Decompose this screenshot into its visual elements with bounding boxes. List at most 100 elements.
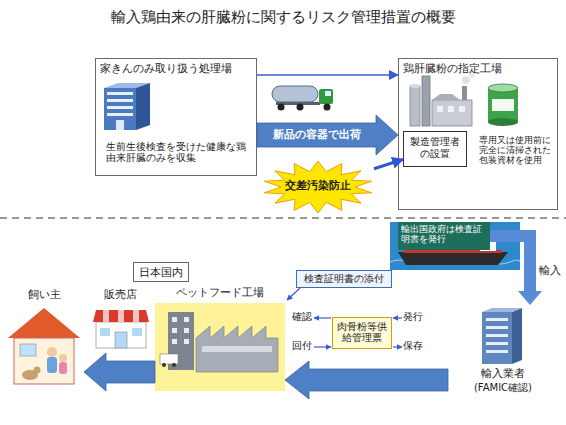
factory-illustration: [462, 76, 470, 84]
house-illustration: [20, 344, 36, 356]
connector: [374, 159, 403, 168]
tank-truck: [324, 104, 331, 111]
house-illustration: [59, 354, 67, 362]
factory-illustration: [432, 94, 460, 100]
slip-arrows: [314, 346, 331, 347]
attach-pointer: [287, 288, 300, 300]
can-illustration: [488, 88, 518, 122]
edge-label: 新品の容器で出荷: [273, 128, 361, 141]
flow-arrow: [257, 74, 398, 76]
tank-truck: [272, 86, 333, 111]
facility-box: 鶏肝臓粉の指定工場専用又は使用前に完全に清掃された包装資材を使用製造管理者の設置: [398, 58, 558, 210]
importer-building: [486, 350, 508, 353]
petfood-factory-illustration: [172, 339, 177, 344]
edge-label: 輸入: [539, 264, 561, 277]
importer-building: [486, 334, 508, 337]
house-illustration: [8, 308, 80, 338]
block-arrow: [84, 353, 155, 391]
diagram-title: 輸入鶏由来の肝臓粉に関するリスク管理措置の概要: [0, 8, 566, 27]
petfood-factory-illustration: [172, 328, 177, 333]
region-label-box: 日本国内: [133, 262, 189, 282]
importer-building: [482, 312, 512, 364]
factory-illustration: [459, 106, 465, 112]
shop-node: 販売店: [90, 288, 150, 350]
shop-illustration: [103, 310, 109, 322]
node-text: (FAMIC確認): [448, 382, 558, 394]
ship-illustration: [398, 252, 508, 265]
importer-building: [486, 326, 508, 329]
petfood-factory-illustration: [155, 303, 285, 391]
flow-label: 発行: [403, 311, 423, 323]
factory-illustration: [410, 86, 420, 126]
burst-callout: 交差汚染防止: [262, 160, 374, 214]
node-title: 肉骨粉等供給管理票: [336, 321, 388, 344]
block-arrow: [518, 230, 542, 305]
node-title: 日本国内: [134, 266, 188, 279]
factory-illustration: [448, 106, 454, 112]
shop-illustration: [93, 310, 149, 322]
connector: [84, 353, 155, 391]
owner-node: 飼い主: [4, 288, 84, 388]
ship-illustration: [390, 222, 520, 270]
plant-building: [104, 83, 150, 130]
importer-building: [486, 318, 508, 321]
border-line: [0, 218, 566, 219]
factory-illustration: [422, 76, 430, 126]
node-title: 検査証明書の添付: [297, 273, 391, 285]
connector: [257, 75, 398, 76]
note-box: 検査証明書の添付: [296, 270, 392, 288]
connector: [285, 361, 448, 399]
factory-illustration: [432, 100, 472, 126]
node-text: 生前生後検査を受けた健康な鶏由来肝臓のみを収集: [106, 141, 254, 164]
attach-pointer: [287, 288, 300, 300]
house-illustration: [8, 308, 80, 384]
connector: [490, 230, 542, 305]
shop-illustration: [118, 310, 124, 322]
burst-shape: [264, 161, 371, 213]
slip-arrows: [393, 317, 402, 318]
petfood-factory-illustration: [202, 346, 272, 352]
plant-building: [116, 120, 124, 130]
block-arrow: [257, 115, 398, 155]
node-text: 専用又は使用前に完全に清掃された包装資材を使用: [479, 135, 555, 166]
flow-label: 回付: [292, 340, 312, 352]
connector: [257, 115, 398, 155]
node-title: 輸出国政府は検査証明書を発行: [401, 224, 487, 244]
tank-truck: [325, 91, 331, 96]
petfood-factory-illustration: [184, 317, 189, 322]
node-title: ペットフード工場: [175, 286, 265, 299]
petfood-factory-illustration: [172, 317, 177, 322]
note-box: 輸出国政府は検査証明書を発行: [398, 222, 490, 250]
petfood-factory-illustration: [196, 326, 278, 372]
house-illustration: [59, 362, 67, 374]
factory-illustration: [410, 84, 420, 88]
can-illustration: [488, 84, 518, 126]
shop-illustration: [100, 328, 110, 336]
slip-arrows: [393, 346, 402, 347]
importer-building: [482, 308, 522, 364]
plant-building: [104, 88, 136, 130]
block-arrow: [285, 361, 448, 399]
tank-truck: [278, 104, 285, 111]
shop-illustration: [133, 310, 139, 322]
house-illustration: [14, 338, 74, 384]
can-illustration: [488, 84, 518, 92]
factory-illustration: [462, 86, 467, 100]
shop-illustration: [93, 310, 149, 348]
plant-building: [107, 113, 133, 116]
shop-illustration: [132, 328, 142, 336]
can-illustration: [488, 118, 518, 126]
importer-building: [486, 342, 508, 345]
node-title: 交差汚染防止: [272, 179, 364, 192]
tank-truck: [319, 89, 333, 104]
tank-truck: [297, 104, 304, 111]
node-title: 製造管理者の設置: [408, 136, 462, 160]
house-illustration: [47, 357, 57, 373]
house-illustration: [47, 347, 57, 357]
facility-box: 家きんのみ取り扱う処理場生前生後検査を受けた健康な鶏由来肝臓のみを収集: [95, 58, 257, 176]
block-arrow: [490, 230, 536, 242]
document-box: 肉骨粉等供給管理票: [332, 317, 392, 349]
factory-node: ペットフード工場: [155, 303, 285, 391]
plant-building: [136, 83, 150, 130]
